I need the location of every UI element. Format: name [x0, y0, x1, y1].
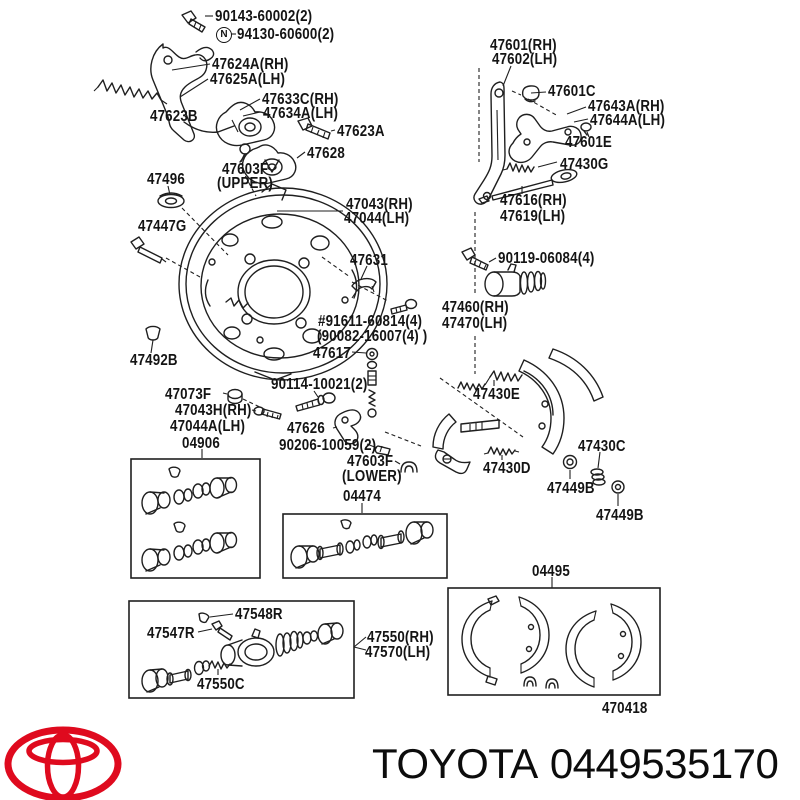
callout-47430d: 47430D [483, 460, 531, 477]
callout-47623b: 47623B [150, 108, 198, 125]
callout-04474: 04474 [343, 488, 381, 505]
callout-90206-10059: 90206-10059(2) [279, 437, 377, 454]
callout-47044-lh: 47044(LH) [344, 210, 410, 227]
nut-47073f-drawing [227, 388, 243, 405]
callout-47633c-rh: 47633C(RH) [262, 91, 339, 108]
callout-47547r: 47547R [147, 625, 195, 642]
rod-47616-drawing [478, 168, 578, 204]
callout-47470-lh: 47470(LH) [442, 315, 508, 332]
callout-47449b-1: 47449B [547, 480, 595, 497]
bracket-47633-drawing [215, 101, 276, 147]
callout-47430e: 47430E [473, 386, 520, 403]
callout-47496: 47496 [147, 171, 185, 188]
callout-47644a-lh: 47644A(LH) [590, 112, 666, 129]
lever-47624-drawing [150, 43, 235, 143]
spring-47430g-drawing [502, 162, 535, 173]
bolt-90143-drawing [181, 10, 206, 33]
pin-47601e-drawing [580, 122, 592, 136]
bolt-47043h-drawing [253, 406, 282, 420]
clip-47603f-lower-drawing [400, 461, 418, 473]
pin-47603f-upper-drawing [239, 143, 251, 163]
grommet-47496-drawing [157, 192, 185, 209]
callout-04495: 04495 [532, 563, 570, 580]
bolt-90119-drawing [461, 247, 489, 271]
bolt-47623a-drawing [297, 117, 331, 140]
callout-90119-06084: 90119-06084(4) [498, 250, 595, 267]
callout-04906: 04906 [182, 435, 220, 452]
plug-47492b-drawing [145, 325, 161, 341]
toyota-logo [4, 726, 122, 800]
callout-47043-rh: 47043(RH) [346, 196, 413, 213]
screw-90114-drawing [295, 392, 336, 412]
callout-47601e: 47601E [565, 134, 612, 151]
lever-47626-drawing [334, 409, 362, 445]
callout-47492b: 47492B [130, 352, 178, 369]
kit-box-04906 [130, 458, 261, 579]
callout-47449b-2: 47449B [596, 507, 644, 524]
strut-47643-drawing [508, 113, 582, 164]
lever-47601-drawing [473, 81, 506, 205]
adjuster-47631-drawing [351, 277, 377, 299]
screw-91611-drawing [390, 298, 418, 315]
callout-47631: 47631 [350, 252, 388, 269]
kit-box-04495 [447, 587, 661, 696]
callout-47447g: 47447G [138, 218, 187, 235]
callout-47460-rh: 47460(RH) [442, 299, 509, 316]
callout-upper-caption: (UPPER) [217, 175, 274, 192]
part-number: 0449535170 [549, 740, 779, 787]
hook-47601c-drawing [521, 85, 540, 103]
callout-47044a-lh: 47044A(LH) [170, 418, 246, 435]
nut-marker-icon: N [216, 27, 232, 43]
callout-lower-caption: (LOWER) [342, 468, 402, 485]
bracket-47628-drawing [241, 144, 297, 185]
callout-47601c: 47601C [548, 83, 596, 100]
kit-box-wheel-cylinder [128, 600, 355, 699]
callout-47430g: 47430G [560, 156, 609, 173]
callout-47550-rh: 47550(RH) [367, 629, 434, 646]
adjuster-47617-drawing [365, 347, 379, 418]
pin-47447g-drawing [130, 236, 167, 264]
callout-47570-lh: 47570(LH) [365, 644, 431, 661]
callout-90143-60002: 90143-60002(2) [215, 8, 313, 25]
kit-box-04474 [282, 513, 448, 579]
wheel-cylinder-drawing [484, 263, 547, 297]
callout-91611-60814: #91611-60814(4) [318, 313, 423, 330]
backing-plate-drawing [178, 183, 388, 381]
callout-47625a-lh: 47625A(LH) [210, 71, 286, 88]
callout-47602-lh: 47602(LH) [492, 51, 558, 68]
clip-90206-drawing [374, 445, 391, 456]
brand-name: TOYOTA [372, 740, 538, 787]
callout-47643a-rh: 47643A(RH) [588, 98, 665, 115]
callout-47619-lh: 47619(LH) [500, 208, 566, 225]
callout-47548r: 47548R [235, 606, 283, 623]
callout-47634a-lh: 47634A(LH) [263, 105, 339, 122]
callout-47550c: 47550C [197, 676, 245, 693]
callout-90114-10021: 90114-10021(2) [271, 376, 368, 393]
callout-47430c: 47430C [578, 438, 626, 455]
shoe-assembly-47460-drawing [432, 348, 625, 494]
callout-47603f-upper: 47603F [222, 161, 269, 178]
callout-47623a: 47623A [337, 123, 385, 140]
callout-47624a-rh: 47624A(RH) [212, 56, 289, 73]
spring-47623b-drawing [93, 79, 168, 105]
callout-94130-60600: 94130-60600(2) [237, 26, 335, 43]
callout-47628: 47628 [307, 145, 345, 162]
callout-47616-rh: 47616(RH) [500, 192, 567, 209]
callout-90082-16007: (90082-16007(4) ) [317, 328, 428, 345]
callout-47073f: 47073F [165, 386, 212, 403]
callout-47601-rh: 47601(RH) [490, 37, 557, 54]
callout-47617: 47617 [313, 345, 351, 362]
callout-47626: 47626 [287, 420, 325, 437]
callout-47603f-lower: 47603F [347, 453, 394, 470]
callout-470418: 470418 [602, 700, 648, 717]
callout-47043h-rh: 47043H(RH) [175, 402, 252, 419]
